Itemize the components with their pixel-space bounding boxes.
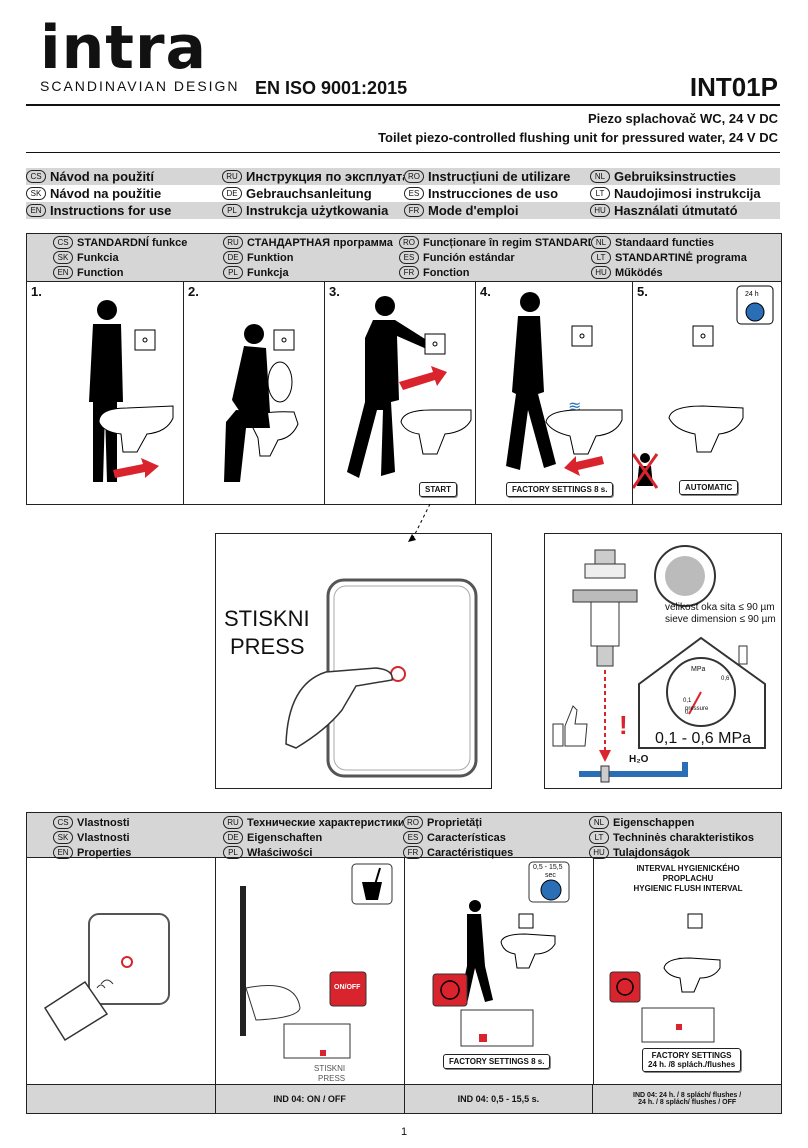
iso-standard: EN ISO 9001:2015 bbox=[255, 78, 408, 98]
person-standing-icon bbox=[89, 300, 174, 482]
prop-col-duration: 0,5 - 15,5 sec FACTORY SETTINGS 8 s. bbox=[405, 858, 594, 1084]
brand-tagline: SCANDINAVIAN DESIGN bbox=[40, 78, 240, 94]
person-pressing-icon bbox=[347, 296, 472, 478]
gauge-unit: MPa bbox=[691, 666, 706, 673]
pressure-range: 0,1 - 0,6 MPa bbox=[655, 730, 752, 747]
remote-icon bbox=[43, 980, 109, 1042]
press-label-en: PRESS bbox=[230, 634, 305, 659]
divider bbox=[26, 104, 780, 106]
step-1: 1. bbox=[27, 282, 184, 504]
footer-onoff: IND 04: ON / OFF bbox=[216, 1085, 405, 1113]
onoff-button: ON/OFF bbox=[334, 984, 361, 991]
step-4: 4. ≋ FACTORY SETTINGS 8 s. bbox=[476, 282, 633, 504]
mesh-size-cs: velikost oka sita ≤ 90 µm bbox=[665, 602, 775, 613]
filter-panel: velikost oka sita ≤ 90 µm sieve dimensio… bbox=[544, 533, 782, 789]
hygienic-title-3: HYGIENIC FLUSH INTERVAL bbox=[633, 884, 743, 893]
page-number: 1 bbox=[400, 1126, 408, 1138]
hand-icon bbox=[285, 667, 393, 749]
automatic-tag: AUTOMATIC bbox=[679, 480, 739, 495]
footer-duration: IND 04: 0,5 - 15,5 s. bbox=[405, 1085, 594, 1113]
factory-settings-tag: FACTORY SETTINGS 8 s. bbox=[443, 1054, 551, 1069]
prop-col-remote bbox=[27, 858, 216, 1084]
automatic-flush-illustration: 24 h ≋ bbox=[631, 285, 774, 489]
press-label: PRESS bbox=[318, 1074, 346, 1083]
stiskni-label: STISKNI bbox=[314, 1064, 346, 1073]
start-tag: START bbox=[419, 482, 458, 497]
model-number: INT01P bbox=[689, 72, 778, 102]
person-sitting-icon bbox=[224, 324, 299, 482]
connector-arrow bbox=[408, 503, 431, 542]
water-label: H₂O bbox=[629, 754, 649, 765]
factory-settings-tag: FACTORY SETTINGS 8 s. bbox=[506, 482, 614, 497]
divider bbox=[26, 152, 780, 153]
step-5: 5. 24 h ≋ AUTOMATIC bbox=[631, 282, 785, 504]
step-2: 2. bbox=[184, 282, 325, 504]
press-panel: STISKNI PRESS bbox=[215, 533, 492, 789]
gauge-label: pressure bbox=[685, 706, 709, 712]
hygienic-title-1: INTERVAL HYGIENICKÉHO bbox=[636, 864, 740, 873]
bucket-icon bbox=[362, 882, 382, 900]
steps-strip: 1. 2. 3. START bbox=[26, 281, 782, 505]
hygienic-title-2: PROPLACHU bbox=[662, 874, 714, 883]
step-3: 3. START bbox=[325, 282, 476, 504]
subtitle-en: Toilet piezo-controlled flushing unit fo… bbox=[378, 130, 778, 145]
duration-range: 0,5 - 15,5 bbox=[533, 864, 563, 871]
svg-text:24 h: 24 h bbox=[745, 291, 759, 298]
prop-col-onoff: ON/OFF STISKNI PRESS bbox=[216, 858, 405, 1084]
warning-icon: ! bbox=[619, 710, 628, 740]
brand-logo: intra bbox=[40, 13, 208, 83]
mesh-size-en: sieve dimension ≤ 90 µm bbox=[665, 614, 776, 625]
person-walking-icon: ≋ bbox=[506, 292, 623, 476]
duration-unit: sec bbox=[545, 872, 556, 879]
prop-col-hygienic: INTERVAL HYGIENICKÉHO PROPLACHU HYGIENIC… bbox=[594, 858, 782, 1084]
footer-hygienic: IND 04: 24 h. / 8 splách/ flushes /24 h.… bbox=[633, 1092, 742, 1106]
subtitle-cs: Piezo splachovač WC, 24 V DC bbox=[587, 111, 778, 126]
press-label-cs: STISKNI bbox=[224, 606, 310, 631]
properties-footer: IND 04: ON / OFF IND 04: 0,5 - 15,5 s. I… bbox=[27, 1084, 781, 1113]
